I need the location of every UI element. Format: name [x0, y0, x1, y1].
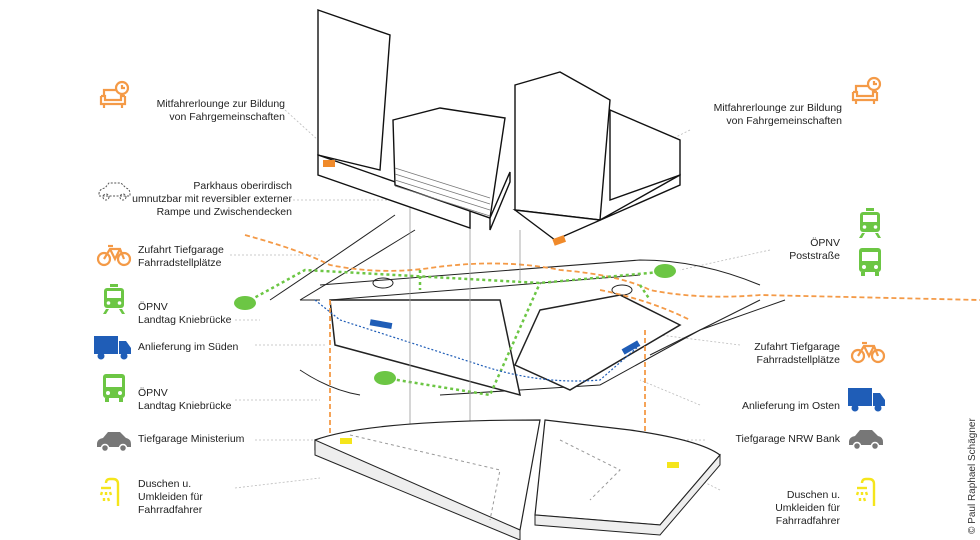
sofa-clock-icon — [848, 74, 884, 110]
bicycle-icon — [96, 236, 132, 272]
label-zufahrt-left: Zufahrt Tiefgarage Fahrradstellplätze — [138, 244, 224, 269]
label-zufahrt-right: Zufahrt Tiefgarage Fahrradstellplätze — [754, 341, 840, 366]
car-icon — [94, 422, 134, 458]
tram-icon — [852, 206, 888, 242]
bus-stop-dot-left — [234, 296, 256, 310]
delivery-truck-marker-east — [621, 340, 641, 355]
truck-icon — [92, 328, 132, 364]
label-oepnv-bus-left: ÖPNV Landtag Kniebrücke — [138, 387, 232, 412]
basement-slab-nrw-bank — [534, 419, 721, 536]
bus-icon — [852, 244, 888, 280]
tram-stop-dot-center — [374, 371, 396, 385]
car-outline-icon — [96, 172, 132, 208]
label-anlieferung-ost: Anlieferung im Osten — [741, 400, 840, 412]
truck-icon — [846, 380, 886, 416]
bus-icon — [96, 370, 132, 406]
label-duschen-left: Duschen u. Umkleiden für Fahrradfahrer — [138, 478, 203, 516]
label-tiefgarage-nrw: Tiefgarage NRW Bank — [735, 433, 840, 445]
label-duschen-right: Duschen u. Umkleiden für Fahrradfahrer — [775, 489, 840, 527]
sofa-clock-icon — [96, 78, 132, 114]
label-mitfahrerlounge-left: Mitfahrerlounge zur Bildung von Fahrgeme… — [156, 98, 285, 123]
shower-icon — [852, 474, 888, 510]
delivery-route — [314, 299, 641, 382]
bicycle-icon — [850, 333, 886, 369]
label-parkhaus: Parkhaus oberirdisch umnutzbar mit rever… — [132, 180, 292, 218]
delivery-truck-marker-south — [369, 319, 393, 330]
label-mitfahrerlounge-right: Mitfahrerlounge zur Bildung von Fahrgeme… — [713, 102, 842, 127]
label-oepnv-tram-left: ÖPNV Landtag Kniebrücke — [138, 301, 232, 326]
photo-credit: © Paul Raphael Schägner — [967, 418, 978, 534]
basement-slab-ministerium — [314, 419, 541, 540]
pedestrian-route — [244, 268, 661, 397]
tram-icon — [96, 282, 132, 318]
building-right-tower — [512, 71, 681, 246]
car-icon — [846, 420, 886, 456]
stop-dot-right — [654, 264, 676, 278]
label-anlieferung-sued: Anlieferung im Süden — [138, 341, 239, 353]
label-tiefgarage-ministerium: Tiefgarage Ministerium — [138, 433, 245, 445]
building-left-tower — [317, 9, 471, 229]
shower-icon — [96, 474, 132, 510]
street-plan — [269, 214, 786, 397]
building-parkhaus — [392, 107, 511, 231]
label-oepnv-poststrasse: ÖPNV Poststraße — [789, 237, 840, 262]
